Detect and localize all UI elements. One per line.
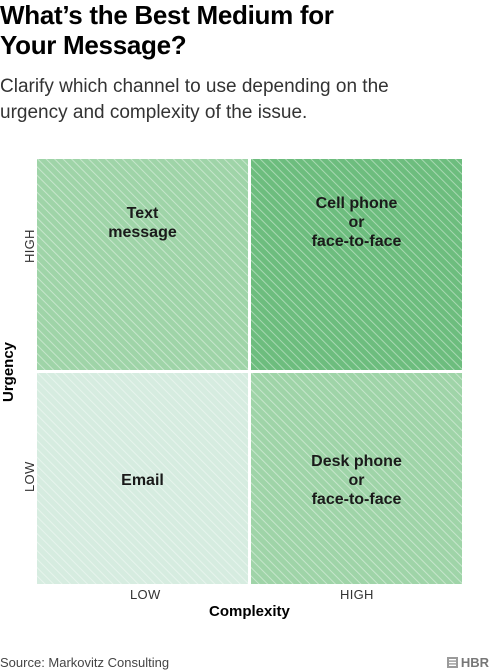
hbr-logo-icon (446, 657, 458, 668)
chart-subtitle: Clarify which channel to use depending o… (0, 74, 480, 126)
quadrant-bottom-left-fill (37, 373, 248, 584)
x-axis-high-tick: HIGH (340, 587, 374, 602)
subtitle-line-2: urgency and complexity of the issue. (0, 102, 308, 123)
quadrant-top-right-line-1: Cell phone (315, 195, 398, 212)
quadrant-bottom-right-fill (251, 373, 462, 584)
hbr-logo: HBR (446, 655, 489, 670)
quadrant-matrix: Text message Cell phone or face-to-face … (37, 159, 463, 585)
quadrant-top-right: Cell phone or face-to-face (251, 159, 462, 370)
subtitle-line-1: Clarify which channel to use depending o… (0, 76, 389, 97)
quadrant-top-left-fill (37, 159, 248, 370)
quadrant-top-left-line-2: message (108, 223, 177, 241)
y-axis-low-tick: LOW (22, 461, 37, 492)
x-axis-label: Complexity (209, 603, 290, 620)
y-axis-high-tick: HIGH (22, 229, 37, 263)
quadrant-hatch-fill (37, 159, 248, 370)
quadrant-top-right-line-3: face-to-face (311, 233, 402, 250)
quadrant-bottom-right-line-2: or (348, 472, 365, 489)
quadrant-top-left: Text message (37, 159, 248, 370)
title-line-2: Your Message? (0, 30, 187, 60)
hbr-logo-text: HBR (460, 655, 489, 670)
quadrant-bottom-right-line-1: Desk phone (311, 453, 402, 470)
quadrant-hatch-fill (37, 373, 248, 584)
quadrant-bottom-right-line-3: face-to-face (311, 491, 402, 508)
quadrant-bottom-right: Desk phone or face-to-face (251, 373, 462, 584)
source-note: Source: Markovitz Consulting (0, 655, 170, 670)
quadrant-top-right-label: Cell phone or face-to-face (312, 194, 402, 251)
quadrant-bottom-left-label: Email (121, 471, 164, 490)
chart-title: What’s the Best Medium for Your Message? (0, 0, 480, 60)
quadrant-top-left-label: Text message (108, 204, 177, 242)
quadrant-top-right-fill (251, 159, 462, 370)
quadrant-top-left-line-1: Text (126, 204, 159, 222)
quadrant-top-right-line-2: or (348, 214, 365, 231)
quadrant-bottom-left: Email (37, 373, 248, 584)
quadrant-bottom-right-label: Desk phone or face-to-face (311, 452, 402, 509)
quadrant-hatch-fill (251, 373, 462, 584)
y-axis-label: Urgency (0, 341, 17, 402)
quadrant-hatch-fill (251, 159, 462, 370)
x-axis-low-tick: LOW (130, 587, 161, 602)
title-line-1: What’s the Best Medium for (0, 0, 334, 30)
quadrant-bottom-left-line-1: Email (121, 472, 164, 489)
